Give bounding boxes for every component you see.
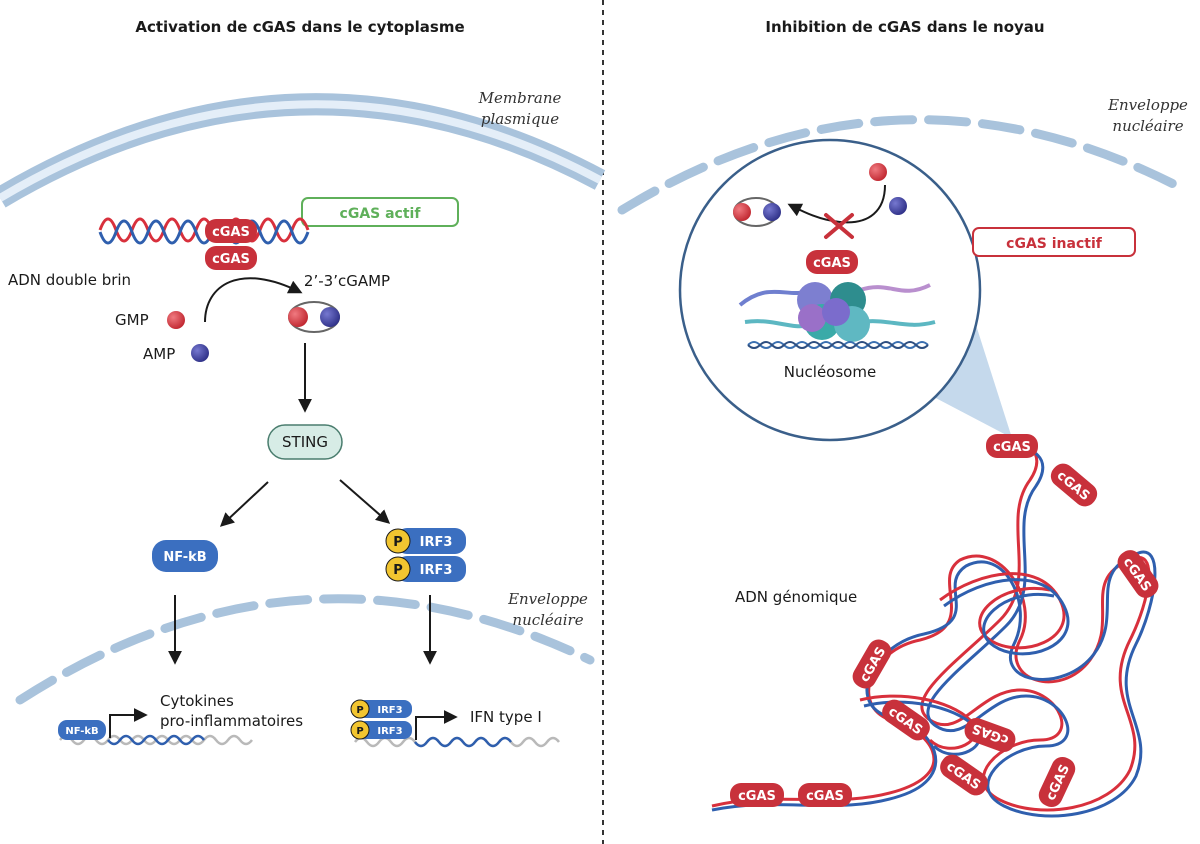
- envelope-right-1: Enveloppe: [1107, 96, 1188, 114]
- right-panel: Inhibition de cGAS dans le noyau Envelop…: [617, 18, 1190, 818]
- p-label-top: P: [393, 535, 403, 550]
- ds-dna: [98, 217, 310, 245]
- nfkb-node: [152, 540, 218, 572]
- arrow-to-nfkb: [219, 481, 269, 527]
- p-gene-top: P: [356, 705, 363, 716]
- left-title: Activation de cGAS dans le cytoplasme: [135, 18, 464, 36]
- irf3-gene-label-bottom: IRF3: [377, 726, 402, 737]
- left-panel: Activation de cGAS dans le cytoplasme Me…: [0, 18, 606, 748]
- zoom-lens: [678, 138, 982, 442]
- active-box-label: cGAS actif: [340, 206, 422, 222]
- nuclear-envelope-left: [15, 594, 595, 705]
- gcgas-9: cGAS: [738, 789, 776, 804]
- genomic-cgas-tags: cGAS cGAS cGAS cGAS cGAS cGAS cGAS cGAS …: [730, 434, 1159, 808]
- amp-label: AMP: [143, 345, 175, 363]
- cytokines-label-1: Cytokines: [160, 692, 234, 710]
- cgamp-molecule: [288, 301, 340, 333]
- cytokines-label-2: pro-inflammatoires: [160, 712, 303, 730]
- envelope-left-1: Enveloppe: [507, 590, 588, 608]
- cgas-label-top: cGAS: [212, 225, 250, 240]
- dna-label: ADN double brin: [8, 271, 131, 289]
- membrane-label-2: plasmique: [481, 110, 559, 128]
- envelope-right-2: nucléaire: [1112, 117, 1183, 135]
- nfkb-label: NF-kB: [163, 550, 206, 565]
- gcgas-10: cGAS: [806, 789, 844, 804]
- envelope-left-2: nucléaire: [512, 611, 583, 629]
- irf3-label-top: IRF3: [420, 535, 453, 550]
- inactive-box: [972, 227, 1136, 257]
- nucleosome-cgas-label: cGAS: [813, 256, 851, 271]
- nfkb-gene: NF-kB: [58, 708, 253, 746]
- irf3-label-bottom: IRF3: [420, 563, 453, 578]
- cgamp-label: 2’-3’cGAMP: [304, 272, 390, 290]
- zoom-cone: [930, 300, 1012, 438]
- nucleosome-view: cGAS: [733, 163, 936, 349]
- arrow-to-irf3: [339, 479, 391, 524]
- gmp-label: GMP: [115, 311, 149, 329]
- cgas-label-bottom: cGAS: [212, 252, 250, 267]
- reaction-arrow: [204, 277, 303, 323]
- sting-label: STING: [282, 433, 328, 451]
- right-title: Inhibition de cGAS dans le noyau: [765, 18, 1044, 36]
- gcgas-1: cGAS: [993, 440, 1031, 455]
- irf3-dimer: IRF3 P IRF3 P: [385, 528, 466, 582]
- nfkb-gene-label: NF-kB: [65, 726, 98, 737]
- cgas-dimer: cGAS cGAS: [205, 219, 257, 270]
- nucleosome-label: Nucléosome: [784, 363, 876, 381]
- p-label-bottom: P: [393, 563, 403, 578]
- nuclear-envelope-right: [617, 115, 1190, 215]
- ifn-label: IFN type I: [470, 708, 542, 726]
- inactive-box-label: cGAS inactif: [1006, 236, 1103, 252]
- sting-node: [267, 424, 343, 460]
- amp-dot: [191, 344, 209, 362]
- genomic-label: ADN génomique: [735, 588, 857, 606]
- p-gene-bottom: P: [356, 726, 363, 737]
- gmp-dot: [167, 311, 185, 329]
- irf3-gene-label-top: IRF3: [377, 705, 402, 716]
- membrane-label-1: Membrane: [478, 89, 562, 107]
- plasma-membrane: [0, 93, 606, 208]
- active-box: [301, 197, 459, 227]
- irf3-gene: IRF3 P IRF3 P: [350, 699, 560, 748]
